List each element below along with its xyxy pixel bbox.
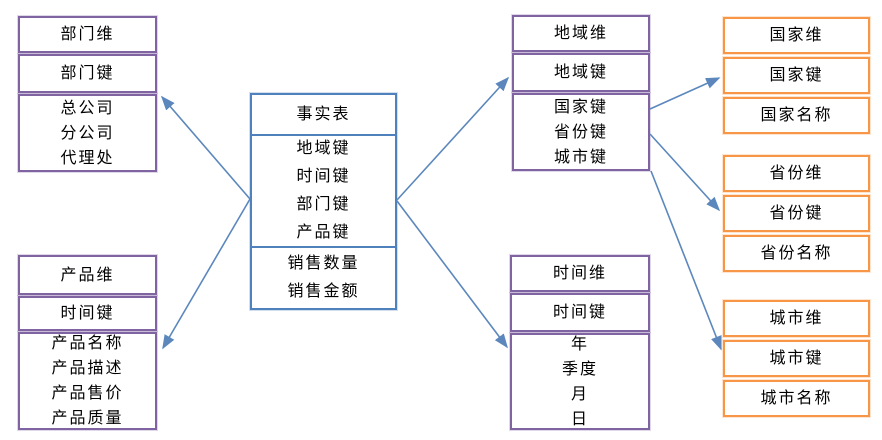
arrow-fact-to-product	[162, 198, 251, 350]
city-dim-table-attrs-cell: 城市名称	[723, 380, 870, 417]
field-label: 时间键	[552, 304, 607, 321]
field-label: 国家键	[769, 67, 824, 84]
field-label: 地域维	[553, 25, 608, 42]
time-dim-table-header-cell: 时间维	[510, 255, 650, 292]
field-label: 城市键	[769, 350, 824, 367]
product-dim-table-attrs-cell: 产品名称产品描述产品售价产品质量	[18, 332, 157, 430]
field-label: 分公司	[60, 124, 115, 142]
field-label: 产品售价	[51, 385, 124, 402]
field-label: 销售数量	[287, 255, 360, 272]
arrow-fact-to-time	[396, 200, 508, 349]
fact-table-attrs-cell: 销售数量销售金额	[252, 246, 395, 308]
field-label: 时间维	[552, 265, 607, 282]
fact-table: 事实表地域键时间键部门键产品键销售数量销售金额	[250, 93, 397, 310]
country-dim-table-header-cell: 国家维	[723, 17, 870, 54]
province-dim-table-attrs-cell: 省份名称	[723, 235, 870, 272]
field-label: 国家键	[553, 98, 608, 116]
field-label: 时间键	[296, 168, 351, 185]
department-dim-table: 部门维部门键总公司分公司代理处	[18, 16, 157, 172]
field-label: 月	[570, 385, 589, 403]
field-label: 代理处	[60, 149, 115, 167]
field-label: 总公司	[60, 99, 115, 117]
city-dim-table: 城市维城市键城市名称	[723, 300, 870, 417]
field-label: 产品维	[60, 266, 115, 284]
field-label: 部门键	[60, 65, 115, 82]
field-label: 国家名称	[760, 107, 833, 124]
region-dim-table-key-cell: 地域键	[512, 53, 650, 92]
department-dim-table-attrs-cell: 总公司分公司代理处	[18, 94, 157, 172]
field-label: 省份键	[553, 123, 608, 141]
province-dim-table: 省份维省份键省份名称	[723, 155, 870, 272]
field-label: 省份键	[769, 205, 824, 222]
arrow-region-to-country	[649, 77, 721, 110]
field-label: 城市维	[769, 310, 824, 327]
field-label: 国家维	[769, 27, 824, 44]
province-dim-table-header-cell: 省份维	[723, 155, 870, 192]
department-dim-table-key-cell: 部门键	[18, 54, 157, 93]
product-dim-table: 产品维时间键产品名称产品描述产品售价产品质量	[18, 255, 157, 430]
country-dim-table-key-cell: 国家键	[723, 57, 870, 94]
country-dim-table: 国家维国家键国家名称	[723, 17, 870, 134]
region-dim-table-attrs-cell: 国家键省份键城市键	[512, 93, 650, 171]
province-dim-table-key-cell: 省份键	[723, 195, 870, 232]
time-dim-table: 时间维时间键年季度月日	[510, 255, 650, 430]
field-label: 产品描述	[51, 360, 124, 377]
time-dim-table-key-cell: 时间键	[510, 293, 650, 332]
field-label: 地域键	[553, 64, 608, 81]
arrow-fact-to-department	[160, 95, 251, 200]
city-dim-table-header-cell: 城市维	[723, 300, 870, 337]
field-label: 事实表	[296, 105, 351, 123]
region-dim-table: 地域维地域键国家键省份键城市键	[512, 15, 650, 171]
product-dim-table-header-cell: 产品维	[18, 255, 157, 295]
arrow-region-to-city	[650, 170, 722, 351]
field-label: 部门维	[60, 26, 115, 43]
field-label: 产品键	[296, 224, 351, 241]
arrow-region-to-province	[649, 133, 721, 212]
field-label: 城市名称	[760, 390, 833, 407]
fact-table-header-cell: 事实表	[252, 95, 395, 134]
field-label: 季度	[561, 360, 598, 378]
field-label: 地域键	[296, 140, 351, 157]
field-label: 城市键	[553, 148, 608, 166]
product-dim-table-key-cell: 时间键	[18, 296, 157, 331]
field-label: 日	[570, 410, 589, 428]
city-dim-table-key-cell: 城市键	[723, 340, 870, 377]
field-label: 产品名称	[51, 335, 124, 352]
country-dim-table-attrs-cell: 国家名称	[723, 97, 870, 134]
field-label: 年	[570, 335, 589, 353]
field-label: 时间键	[60, 305, 115, 322]
field-label: 省份维	[769, 165, 824, 182]
department-dim-table-header-cell: 部门维	[18, 16, 157, 53]
field-label: 部门键	[296, 196, 351, 213]
arrow-fact-to-region	[396, 76, 510, 201]
field-label: 产品质量	[51, 410, 124, 427]
region-dim-table-header-cell: 地域维	[512, 15, 650, 52]
fact-table-key-cell: 地域键时间键部门键产品键	[252, 134, 395, 246]
field-label: 省份名称	[760, 245, 833, 262]
field-label: 销售金额	[287, 283, 360, 300]
time-dim-table-attrs-cell: 年季度月日	[510, 333, 650, 430]
